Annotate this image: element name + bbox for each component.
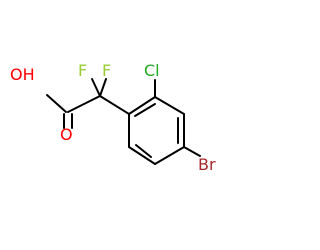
bond-carbon-fluorine-b bbox=[99, 78, 107, 97]
bond-carbon-fluorine-a bbox=[91, 78, 101, 97]
ring-bond-2-3 bbox=[154, 96, 185, 115]
ring-bond-1-2 bbox=[128, 96, 156, 115]
carbonyl-oxygen-label: O bbox=[60, 125, 73, 144]
fluorine-a-label: F bbox=[78, 61, 87, 80]
bond-carboxyl-hydroxyl bbox=[46, 94, 67, 113]
bond-carboxyl-difluoromethyl bbox=[67, 95, 101, 113]
bond-difluoromethyl-ring bbox=[99, 95, 130, 115]
chlorine-label: Cl bbox=[144, 61, 160, 80]
hydroxyl-label: OH bbox=[10, 65, 35, 84]
structure-diagram: OH O F F Cl Br bbox=[10, 61, 216, 174]
atom-labels: OH O F F Cl Br bbox=[10, 61, 216, 174]
bromine-label: Br bbox=[198, 155, 216, 174]
bond-ring-bromine bbox=[183, 146, 201, 157]
ring-bond-4-5 bbox=[154, 146, 185, 165]
ring-inner-double-a bbox=[134, 103, 156, 117]
bond-group bbox=[46, 78, 201, 165]
ring-inner-double-c bbox=[135, 144, 152, 158]
ring-bond-5-6 bbox=[128, 146, 156, 165]
fluorine-b-label: F bbox=[102, 61, 111, 80]
